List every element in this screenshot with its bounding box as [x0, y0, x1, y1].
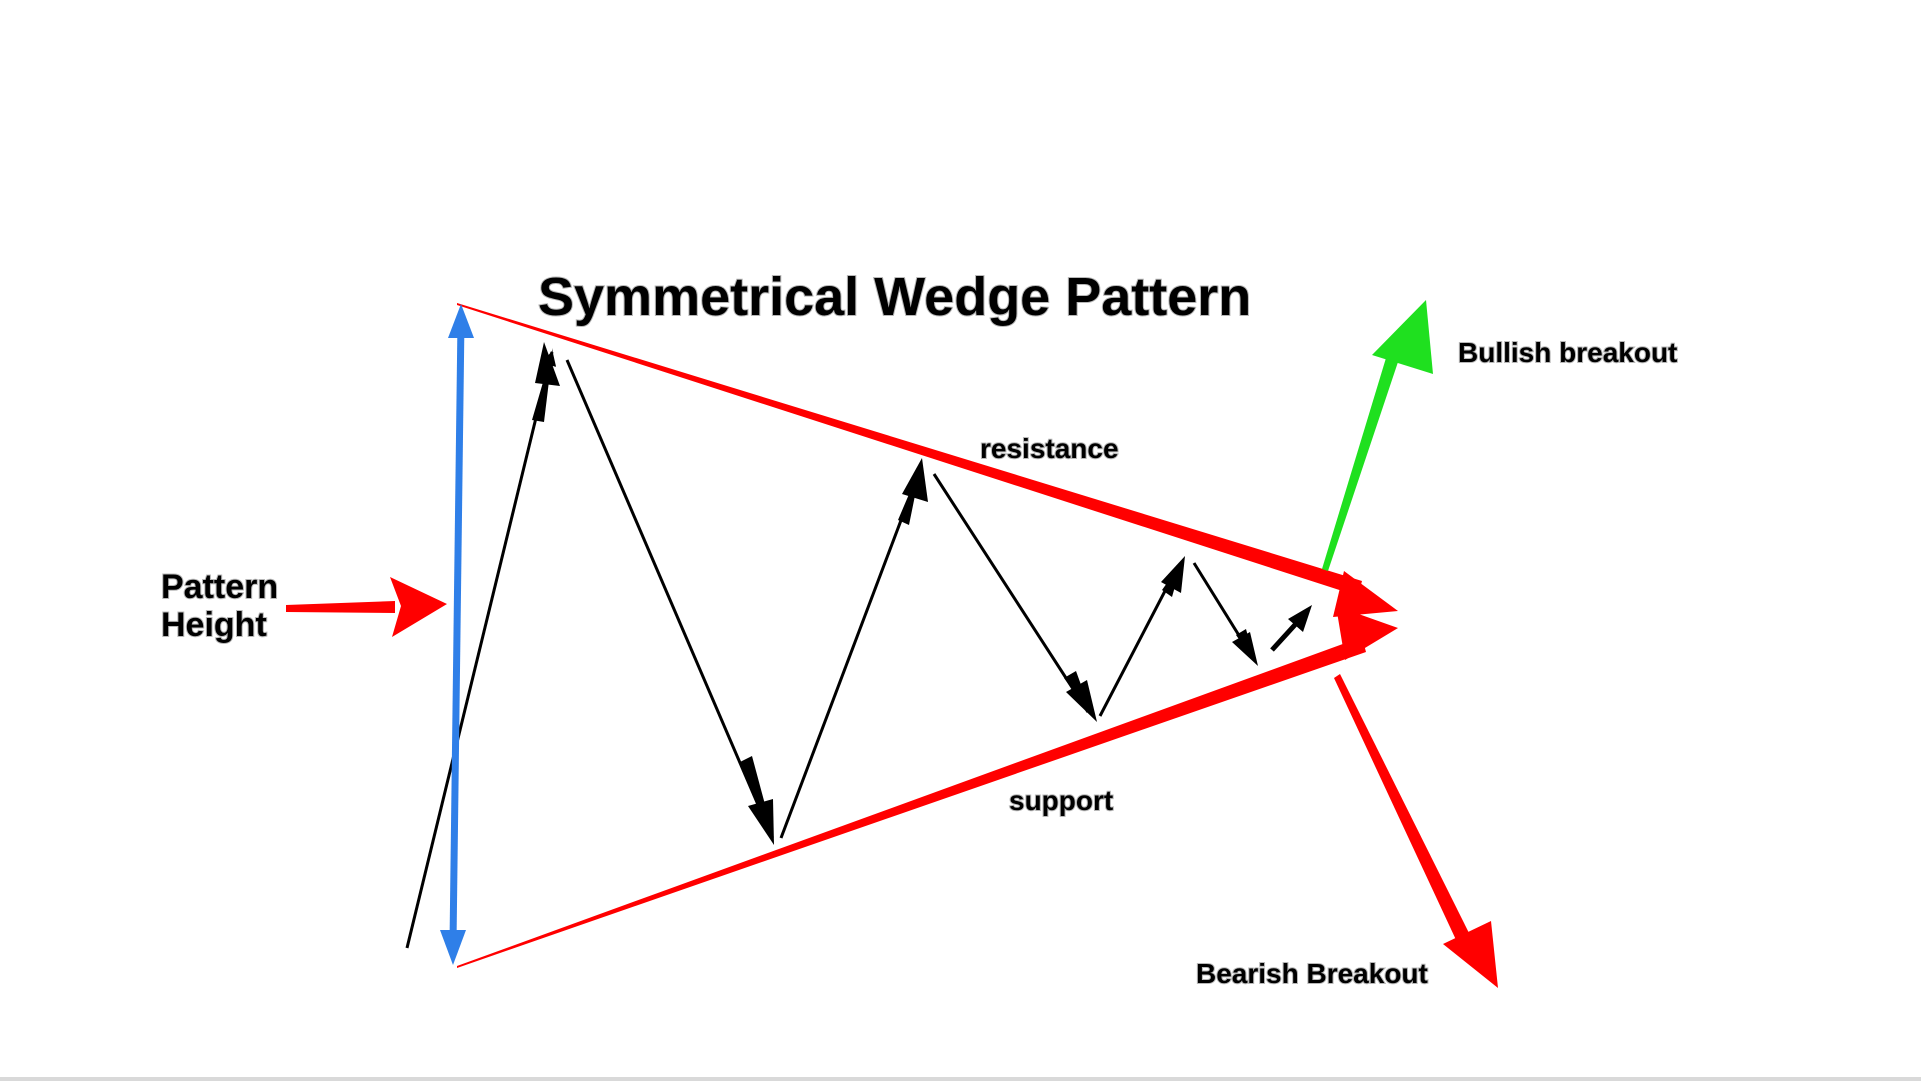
price-head-2: [748, 799, 774, 845]
price-leg-1: [407, 352, 552, 948]
support-line: [457, 606, 1398, 968]
price-leg-3: [781, 470, 920, 838]
resistance-label: resistance: [980, 433, 1119, 464]
diagram-title: Symmetrical Wedge Pattern: [538, 267, 1251, 327]
pattern-height-label-line2: Height: [161, 606, 267, 644]
price-leg-4: [934, 474, 1088, 712]
bottom-rule: [0, 1077, 1921, 1081]
bearish-breakout-label: Bearish Breakout: [1196, 958, 1428, 989]
pattern-height-pointer-arrow: [286, 577, 447, 637]
price-head-6: [1232, 632, 1258, 666]
price-head-1: [535, 342, 560, 386]
price-leg-2: [567, 360, 771, 835]
pattern-height-label-line1: Pattern: [161, 568, 278, 606]
bullish-breakout-arrow: [1322, 300, 1433, 571]
bullish-breakout-label: Bullish breakout: [1458, 337, 1677, 368]
pattern-height-marker: [440, 304, 474, 965]
resistance-line: [457, 303, 1398, 617]
bearish-breakout-arrow: [1334, 674, 1498, 988]
price-head-3: [902, 458, 928, 502]
support-label: support: [1009, 785, 1113, 816]
